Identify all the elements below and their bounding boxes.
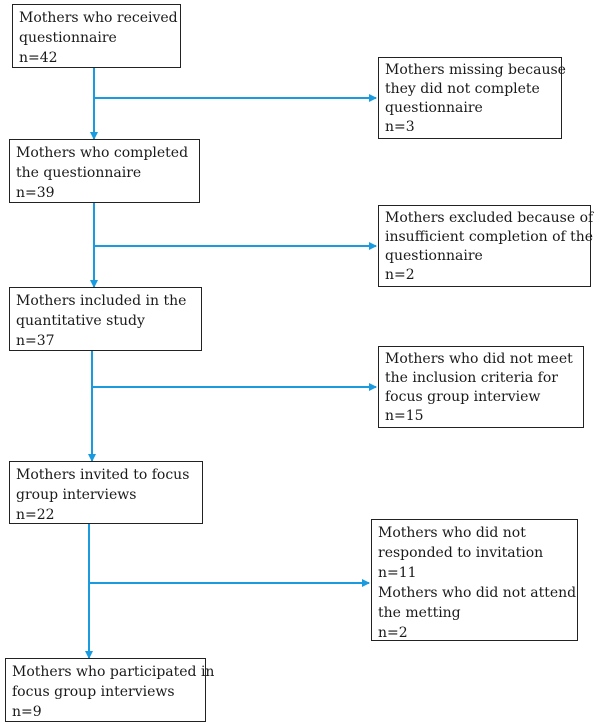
box-text-line: Mothers who participated in <box>12 664 215 680</box>
box-text-line: the inclusion criteria for <box>385 370 558 386</box>
box-text-line: they did not complete <box>385 81 540 97</box>
box-text-line: Mothers who received <box>19 10 178 26</box>
box-text-line: Mothers who did not attend <box>378 585 577 601</box>
box-count: n=3 <box>385 119 415 135</box>
completed-questionnaire-box: Mothers who completed the questionnaire … <box>9 139 200 203</box>
box-count: n=2 <box>378 625 408 641</box>
box-text-line: the metting <box>378 605 461 621</box>
box-text-line: Mothers who did not meet <box>385 351 573 367</box>
box-text-line: Mothers excluded because of <box>385 210 594 226</box>
box-count: n=39 <box>16 185 55 201</box>
box-count: n=42 <box>19 50 58 66</box>
box-text-line: the questionnaire <box>16 165 142 181</box>
box-text-line: focus group interview <box>385 389 541 405</box>
box-text-line: Mothers who did not <box>378 525 526 541</box>
box-text-line: quantitative study <box>16 313 145 329</box>
box-text-line: questionnaire <box>385 248 483 264</box>
box-text-line: responded to invitation <box>378 545 544 561</box>
box-text-line: Mothers included in the <box>16 293 187 309</box>
box-count: n=11 <box>378 565 417 581</box>
box-count: n=22 <box>16 507 55 523</box>
box-text-line: focus group interviews <box>12 684 175 700</box>
box-count: n=2 <box>385 267 415 283</box>
box-text-line: questionnaire <box>385 100 483 116</box>
box-text-line: Mothers invited to focus <box>16 467 190 483</box>
box-text-line: Mothers missing because <box>385 62 566 78</box>
box-count: n=37 <box>16 333 55 349</box>
participated-focus-group-box: Mothers who participated in focus group … <box>5 658 215 722</box>
not-meeting-criteria-box: Mothers who did not meet the inclusion c… <box>378 346 584 428</box>
box-text-line: Mothers who completed <box>16 145 189 161</box>
excluded-mothers-box: Mothers excluded because of insufficient… <box>378 205 594 287</box>
not-responded-box: Mothers who did not responded to invitat… <box>371 519 578 641</box>
invited-focus-group-box: Mothers invited to focus group interview… <box>9 461 203 524</box>
received-questionnaire-box: Mothers who received questionnaire n=42 <box>12 4 181 68</box>
box-text-line: questionnaire <box>19 30 117 46</box>
box-count: n=9 <box>12 704 42 720</box>
box-text-line: insufficient completion of the <box>385 229 594 245</box>
box-count: n=15 <box>385 408 424 424</box>
box-text-line: group interviews <box>16 487 137 503</box>
included-quantitative-box: Mothers included in the quantitative stu… <box>9 287 202 351</box>
missing-mothers-box: Mothers missing because they did not com… <box>378 57 566 139</box>
